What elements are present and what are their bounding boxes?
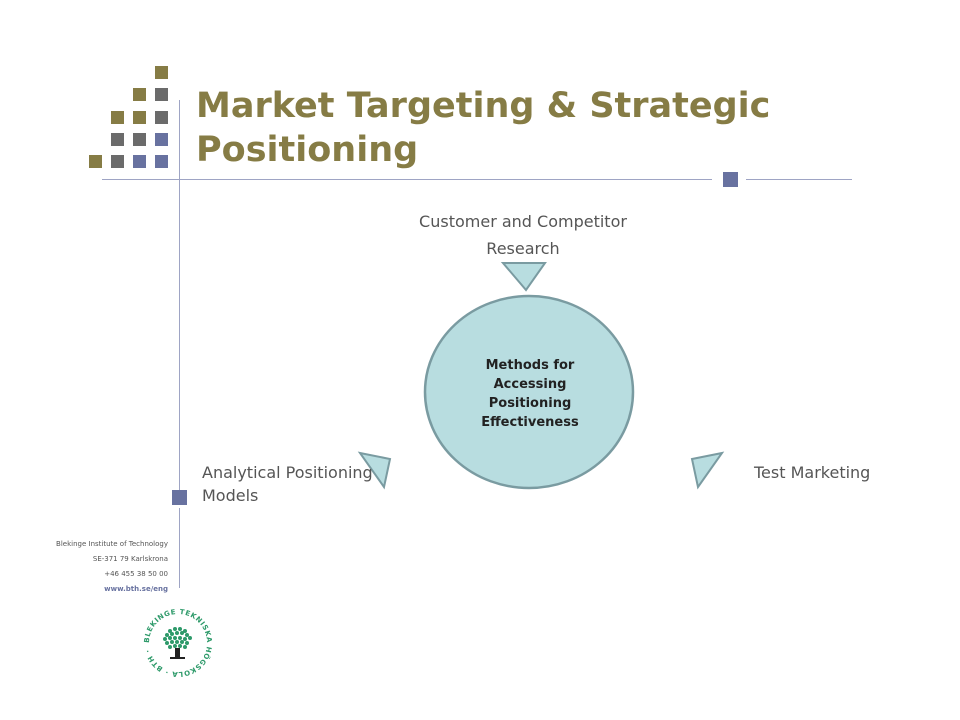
institution-footer: Blekinge Institute of Technology SE-371 … [20, 537, 168, 597]
logo-tree-trunk [175, 648, 180, 658]
vertical-rule-lower [179, 508, 180, 588]
mosaic-square [155, 88, 168, 101]
center-circle [423, 294, 635, 490]
mosaic-square [155, 66, 168, 79]
left-label: Analytical Positioning Models [202, 463, 373, 505]
mosaic-square [133, 88, 146, 101]
right-label: Test Marketing [754, 463, 871, 482]
logo-tree [163, 627, 192, 649]
institute-website-link[interactable]: www.bth.se/eng [104, 585, 168, 593]
vertical-rule [179, 100, 180, 490]
mosaic-square [111, 155, 124, 168]
tree-seal-icon: BLEKINGE TEKNISKA HÖGSKOLA · BTH · [143, 608, 213, 678]
mosaic-square [133, 133, 146, 146]
mosaic-square [133, 111, 146, 124]
horizontal-rule [102, 179, 712, 180]
page-title: Market Targeting & Strategic Positioning [196, 86, 771, 170]
mosaic-square [155, 155, 168, 168]
center-circle-label: Methods for Accessing Positioning Effect… [481, 358, 579, 430]
mosaic-square [111, 133, 124, 146]
mosaic-square [133, 155, 146, 168]
mosaic-square [89, 155, 102, 168]
mosaic-square [155, 111, 168, 124]
top-label: Customer and Competitor Research [419, 212, 627, 258]
horizontal-rule-right [746, 179, 852, 180]
rule-marker-square [723, 172, 738, 187]
rule-marker-square [172, 490, 187, 505]
institute-phone: +46 455 38 50 00 [104, 570, 168, 578]
left-arrow-triangle [357, 451, 392, 490]
top-arrow-triangle [500, 262, 547, 292]
mosaic-square [111, 111, 124, 124]
logo-ground [170, 657, 185, 659]
institute-name: Blekinge Institute of Technology [56, 540, 168, 548]
institute-address: SE-371 79 Karlskrona [92, 555, 168, 563]
right-arrow-triangle [690, 451, 725, 490]
mosaic-square [155, 133, 168, 146]
